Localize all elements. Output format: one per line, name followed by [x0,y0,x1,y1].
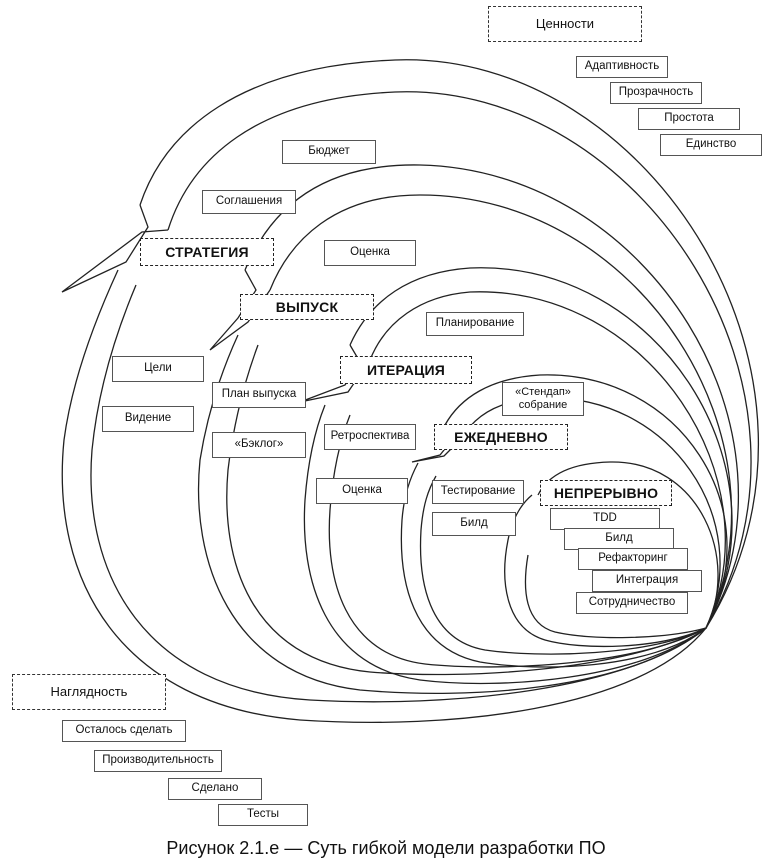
continuous-stage-label: НЕПРЕРЫВНО [540,480,672,506]
iteration-item-planning: Планирование [426,312,524,336]
strategy-item-budget: Бюджет [282,140,376,164]
daily-arc-inner [461,397,721,629]
continuous-item-refactoring: Рефакторинг [578,548,688,570]
release-item-estimate: Оценка [324,240,416,266]
daily-arc-outer [444,374,728,629]
release-arc-inner [269,194,733,629]
continuous-item-collaboration: Сотрудничество [576,592,688,614]
outer-ring-b [90,284,707,703]
visibility-item-done: Сделано [168,778,262,800]
continuous-ring-b [524,554,707,639]
daily-ring-a [400,462,707,668]
continuous-item-integration: Интеграция [592,570,702,592]
values-item-unity: Единство [660,134,762,156]
strategy-item-goals: Цели [112,356,204,382]
continuous-item-tdd: TDD [550,508,660,530]
daily-item-standup: «Стендап» собрание [502,382,584,416]
strategy-item-agreements: Соглашения [202,190,296,214]
iteration-arc-outer [349,267,733,629]
release-stage-label: ВЫПУСК [240,294,374,320]
strategy-arc-inner [167,91,752,629]
values-item-transparency: Прозрачность [610,82,702,104]
iteration-item-estimate: Оценка [316,478,408,504]
daily-stage-label: ЕЖЕДНЕВНО [434,424,568,450]
strategy-item-vision: Видение [102,406,194,432]
iteration-stage-label: ИТЕРАЦИЯ [340,356,472,384]
figure-caption: Рисунок 2.1.е — Суть гибкой модели разра… [166,838,606,858]
iteration-ring-a [303,404,707,685]
values-item-simplicity: Простота [638,108,740,130]
strategy-arc-outer [139,59,759,629]
visibility-item-remaining: Осталось сделать [62,720,186,742]
visibility-item-tests: Тесты [218,804,308,826]
iteration-item-retrospective: Ретроспектива [324,424,416,450]
daily-ring-b [419,475,707,655]
release-item-release-plan: План выпуска [212,382,306,408]
release-ring-b [226,344,707,676]
values-title-box: Ценности [488,6,642,42]
daily-item-testing: Тестирование [432,480,524,504]
release-ring-a [197,334,707,694]
daily-item-build: Билд [432,512,516,536]
continuous-arc-outer [537,461,719,629]
release-item-backlog: «Бэклог» [212,432,306,458]
strategy-arrow [61,204,169,293]
strategy-stage-label: СТРАТЕГИЯ [140,238,274,266]
continuous-item-build: Билд [564,528,674,550]
visibility-title-box: Наглядность [12,674,166,710]
visibility-item-productivity: Производительность [94,750,222,772]
values-item-adaptivity: Адаптивность [576,56,668,78]
